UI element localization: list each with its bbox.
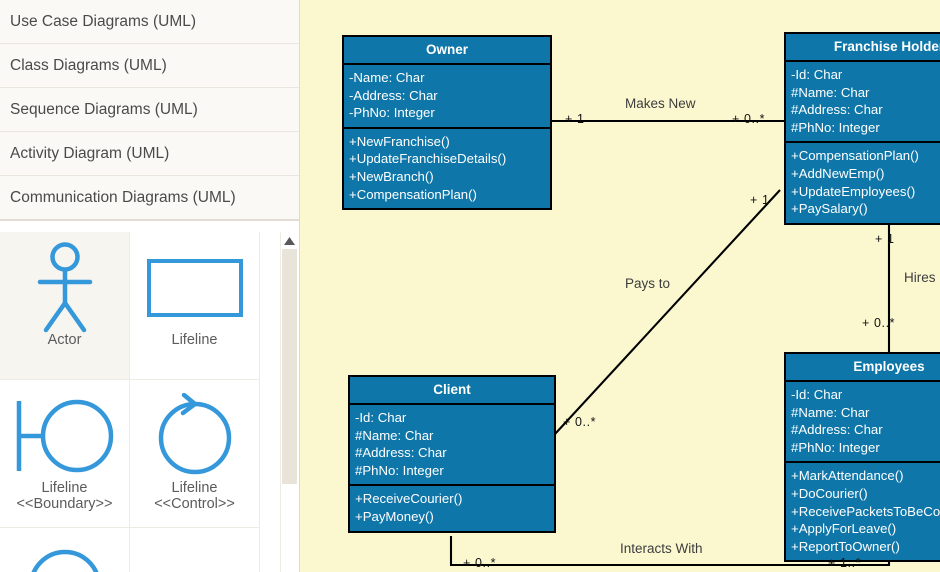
class-operations-franchise-holder: +CompensationPlan() +AddNewEmp() +Update… [786,143,940,222]
class-operation: +UpdateFranchiseDetails() [349,151,507,167]
lifeline-control-icon [150,388,240,484]
class-operation: +DoCourier() [791,485,868,501]
class-operation: +CompensationPlan() [349,186,477,202]
class-operation: +MarkAttendance() [791,468,904,484]
class-operation: +PayMoney() [355,508,434,524]
palette-item-actor-label: Actor [47,332,82,348]
palette-scrollbar[interactable] [280,232,298,572]
multiplicity-hires-target: + 0..* [862,316,896,330]
palette-item-empty[interactable] [130,528,260,572]
sidebar-group-use-case-diagrams[interactable]: Use Case Diagrams (UML) [0,0,299,44]
class-attribute: -Name: Char [349,70,425,85]
sidebar-group-activity-diagram[interactable]: Activity Diagram (UML) [0,132,299,176]
class-operation: +NewFranchise() [349,133,450,149]
class-attributes-owner: -Name: Char -Address: Char -PhNo: Intege… [344,65,550,129]
palette-item-lifeline-boundary-label: Lifeline <<Boundary>> [17,480,113,512]
association-label-makes-new: Makes New [625,96,696,111]
palette-item-lifeline-label: Lifeline [171,332,218,348]
palette-item-actor[interactable]: Actor [0,232,130,380]
multiplicity-makes-new-target: + 0..* [732,112,766,126]
class-box-franchise-holder[interactable]: Franchise Holder -Id: Char #Name: Char #… [784,32,940,225]
multiplicity-interacts-with-target: + 1..* [828,556,862,570]
diagram-canvas[interactable]: Owner -Name: Char -Address: Char -PhNo: … [300,0,940,572]
class-attribute: -Address: Char [349,87,438,103]
multiplicity-makes-new-source: + 1 [565,112,585,126]
sidebar-group-sequence-diagrams[interactable]: Sequence Diagrams (UML) [0,88,299,132]
class-attributes-client: -Id: Char #Name: Char #Address: Char #Ph… [350,405,554,487]
class-attribute: -PhNo: Integer [349,105,435,121]
class-attributes-employees: -Id: Char #Name: Char #Address: Char #Ph… [786,382,940,464]
palette-item-lifeline[interactable]: Lifeline [130,232,260,380]
sidebar-group-class-diagrams[interactable]: Class Diagrams (UML) [0,44,299,88]
palette-item-lifeline-boundary-line1: Lifeline [41,480,88,496]
shape-library-sidebar: Use Case Diagrams (UML) Class Diagrams (… [0,0,300,572]
class-box-client[interactable]: Client -Id: Char #Name: Char #Address: C… [348,375,556,533]
palette-item-lifeline-boundary[interactable]: Lifeline <<Boundary>> [0,380,130,528]
actor-stick-figure-icon [25,240,105,336]
palette-scrollbar-thumb[interactable] [282,249,297,484]
class-operation: +ReceiveCourier() [355,491,463,507]
association-label-hires: Hires [904,270,936,285]
class-attribute: #PhNo: Integer [791,119,880,135]
class-operations-client: +ReceiveCourier() +PayMoney() [350,486,554,530]
class-attribute: #Address: Char [791,102,883,118]
class-operation: +ReceivePacketsToBeCo [791,503,940,519]
palette-item-lifeline-control-line2: <<Control>> [154,496,235,513]
class-box-employees[interactable]: Employees -Id: Char #Name: Char #Address… [784,352,940,563]
sidebar-group-communication-diagrams[interactable]: Communication Diagrams (UML) [0,176,299,220]
multiplicity-hires-source: + 1 [875,232,895,246]
edge-pays-to [554,189,781,435]
palette-item-lifeline-control-line1: Lifeline [171,480,218,496]
lifeline-rectangle-icon [146,240,244,336]
class-box-owner[interactable]: Owner -Name: Char -Address: Char -PhNo: … [342,35,552,211]
class-operations-employees: +MarkAttendance() +DoCourier() +ReceiveP… [786,463,940,560]
shape-group-list: Use Case Diagrams (UML) Class Diagrams (… [0,0,299,221]
class-attribute: -Id: Char [355,410,407,425]
lifeline-entity-icon [20,536,110,572]
class-operation: +ReportToOwner() [791,538,900,554]
shape-palette-grid: Actor Lifeline [0,232,280,572]
class-attribute: #PhNo: Integer [355,462,444,478]
class-title-employees: Employees [786,354,940,382]
palette-item-lifeline-control-label: Lifeline <<Control>> [154,480,235,512]
class-attribute: -Id: Char [791,67,843,82]
diagram-canvas-inner: Owner -Name: Char -Address: Char -PhNo: … [300,0,940,572]
class-title-client: Client [350,377,554,405]
class-title-franchise-holder: Franchise Holder [786,34,940,62]
class-operation: +AddNewEmp() [791,165,885,181]
multiplicity-interacts-with-source: + 0..* [463,556,497,570]
association-label-pays-to: Pays to [625,276,671,291]
class-title-owner: Owner [344,37,550,65]
multiplicity-pays-to-source: + 0..* [563,415,597,429]
class-operation: +ApplyForLeave() [791,521,897,537]
lifeline-boundary-icon [13,388,117,484]
class-operation: +PaySalary() [791,201,868,217]
class-operation: +CompensationPlan() [791,148,919,164]
scroll-up-arrow-icon[interactable] [281,232,298,249]
class-attribute: -Id: Char [791,387,843,402]
class-attribute: #Address: Char [355,445,447,461]
shape-palette: Actor Lifeline [0,232,280,572]
class-attribute: #Name: Char [791,84,870,100]
palette-item-lifeline-boundary-line2: <<Boundary>> [16,496,113,513]
class-attribute: #Name: Char [791,404,870,420]
class-attributes-franchise-holder: -Id: Char #Name: Char #Address: Char #Ph… [786,62,940,144]
class-attribute: #Name: Char [355,427,434,443]
palette-item-lifeline-entity[interactable] [0,528,130,572]
class-attribute: #Address: Char [791,422,883,438]
class-operation: +NewBranch() [349,168,434,184]
class-operations-owner: +NewFranchise() +UpdateFranchiseDetails(… [344,129,550,208]
multiplicity-pays-to-target: + 1 [750,193,770,207]
palette-item-lifeline-control[interactable]: Lifeline <<Control>> [130,380,260,528]
class-operation: +UpdateEmployees() [791,183,916,199]
association-label-interacts-with: Interacts With [620,541,703,556]
class-attribute: #PhNo: Integer [791,439,880,455]
